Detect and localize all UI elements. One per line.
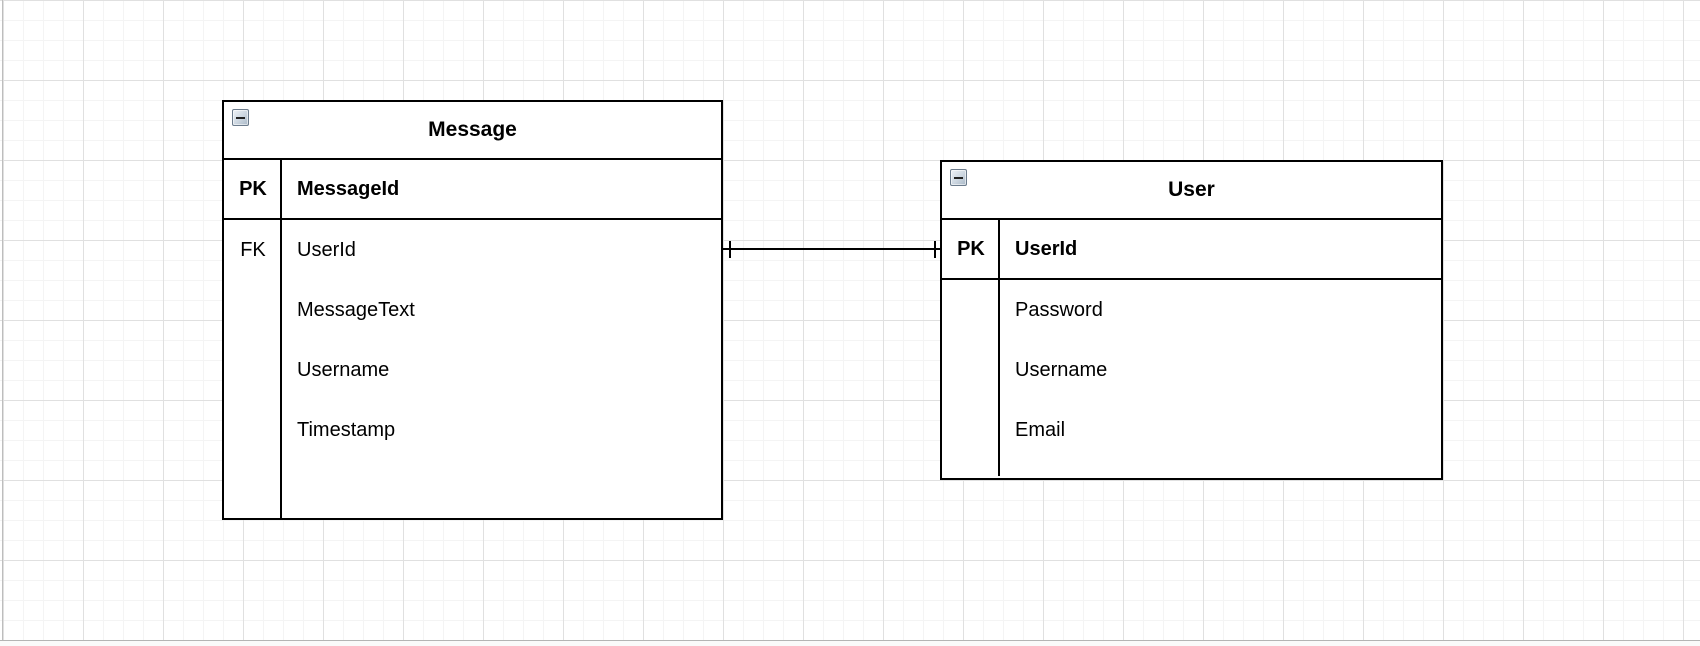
relationship-connector-line[interactable] — [723, 248, 940, 250]
key-cell: PK — [957, 237, 985, 260]
minus-icon — [236, 116, 245, 119]
field-cell: Timestamp — [297, 418, 396, 441]
table-row[interactable]: MessageText — [224, 280, 721, 340]
entity-message-header[interactable]: Message — [224, 102, 721, 160]
field-cell: UserId — [297, 238, 356, 261]
field-cell: Password — [1015, 298, 1103, 321]
empty-row-space — [942, 460, 1441, 476]
table-row[interactable]: PK MessageId — [224, 160, 721, 220]
field-cell: MessageId — [297, 177, 400, 200]
field-cell: Username — [297, 358, 390, 381]
collapse-button[interactable] — [950, 169, 967, 186]
collapse-button[interactable] — [232, 109, 249, 126]
table-row[interactable]: FK UserId — [224, 220, 721, 280]
key-cell: FK — [240, 238, 266, 261]
field-cell: Username — [1015, 358, 1108, 381]
field-cell: Email — [1015, 418, 1066, 441]
table-row[interactable]: Timestamp — [224, 400, 721, 460]
minus-icon — [954, 176, 963, 179]
entity-user-body: PK UserId Password Username Email — [942, 220, 1441, 476]
entity-title: Message — [428, 118, 517, 141]
entity-message-body: PK MessageId FK UserId MessageText Usern… — [224, 160, 721, 518]
field-cell: MessageText — [297, 298, 415, 321]
page-bottom-edge — [0, 640, 1700, 646]
empty-row-space — [224, 460, 721, 518]
page-left-edge — [2, 0, 3, 640]
key-cell: PK — [239, 177, 267, 200]
field-cell: UserId — [1015, 237, 1078, 260]
table-row[interactable]: Username — [224, 340, 721, 400]
table-row[interactable]: Email — [942, 400, 1441, 460]
table-row[interactable]: Username — [942, 340, 1441, 400]
entity-table-user[interactable]: User PK UserId Password Username Email — [940, 160, 1443, 480]
entity-title: User — [1168, 178, 1215, 201]
cardinality-one-marker-start — [729, 241, 731, 258]
table-row[interactable]: Password — [942, 280, 1441, 340]
entity-table-message[interactable]: Message PK MessageId FK UserId MessageTe… — [222, 100, 723, 520]
table-row[interactable]: PK UserId — [942, 220, 1441, 280]
entity-user-header[interactable]: User — [942, 162, 1441, 220]
cardinality-one-marker-end — [934, 241, 936, 258]
